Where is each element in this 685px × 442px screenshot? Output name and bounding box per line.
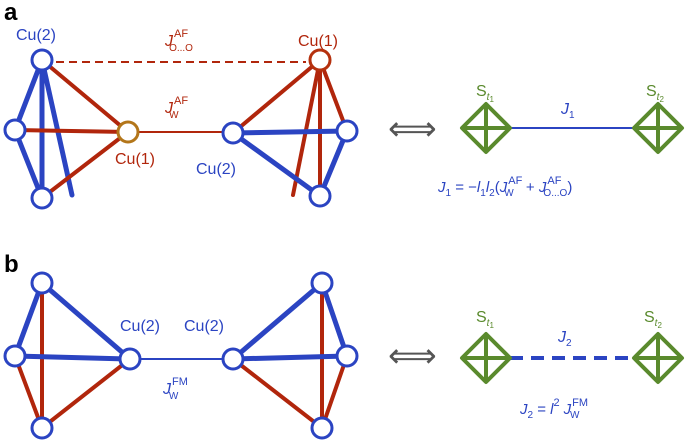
node-right-mid bbox=[335, 119, 359, 143]
node-b-left-mid bbox=[3, 344, 27, 368]
panel-a-left-tetrahedron bbox=[12, 57, 130, 201]
spin-st2-a-icon bbox=[632, 102, 684, 154]
label-j1-bond: J1 bbox=[560, 101, 575, 121]
equivalence-arrow-b: ⟺ bbox=[388, 337, 437, 375]
label-cu2-top-left: Cu(2) bbox=[16, 27, 56, 44]
label-cu1-top-right: Cu(1) bbox=[298, 33, 338, 50]
label-j2-bond: J2 bbox=[557, 329, 572, 349]
node-cu2-center bbox=[221, 121, 245, 145]
node-b-right-top bbox=[310, 271, 334, 295]
spin-st1-a-icon bbox=[460, 102, 512, 154]
label-st2-a: St2 bbox=[646, 83, 664, 104]
node-left-mid bbox=[3, 118, 27, 142]
label-st1-b: St1 bbox=[476, 309, 494, 330]
spin-st1-b-icon bbox=[460, 332, 512, 384]
label-st1-a: St1 bbox=[476, 83, 494, 104]
spin-st2-b-icon bbox=[632, 332, 684, 384]
label-cu2-center: Cu(2) bbox=[196, 161, 236, 178]
node-b-cu2-right bbox=[221, 347, 245, 371]
label-b-cu2-right: Cu(2) bbox=[184, 318, 224, 335]
node-b-right-mid bbox=[335, 344, 359, 368]
node-cu2-top-left bbox=[30, 48, 54, 72]
panel-a-nodes bbox=[3, 48, 359, 210]
label-b-cu2-left: Cu(2) bbox=[120, 318, 160, 335]
panel-a-right-tetrahedron bbox=[230, 58, 350, 199]
panel-b-letter: b bbox=[4, 251, 19, 278]
node-left-bottom bbox=[30, 186, 54, 210]
node-cu1-top-right bbox=[308, 48, 332, 72]
node-b-right-bottom bbox=[310, 416, 334, 440]
label-cu1-center: Cu(1) bbox=[115, 151, 155, 168]
panel-b-nodes bbox=[3, 271, 359, 440]
label-st2-b: St2 bbox=[644, 309, 662, 330]
node-b-cu2-left bbox=[118, 347, 142, 371]
panel-b-right-tetrahedron bbox=[230, 280, 350, 430]
node-right-bottom bbox=[308, 184, 332, 208]
node-b-left-top bbox=[30, 271, 54, 295]
panel-b-left-tetrahedron bbox=[12, 280, 133, 430]
panel-a-letter: a bbox=[4, 0, 18, 26]
node-b-left-bottom bbox=[30, 416, 54, 440]
equivalence-arrow-a: ⟺ bbox=[388, 110, 437, 148]
node-cu1-center bbox=[116, 120, 140, 144]
